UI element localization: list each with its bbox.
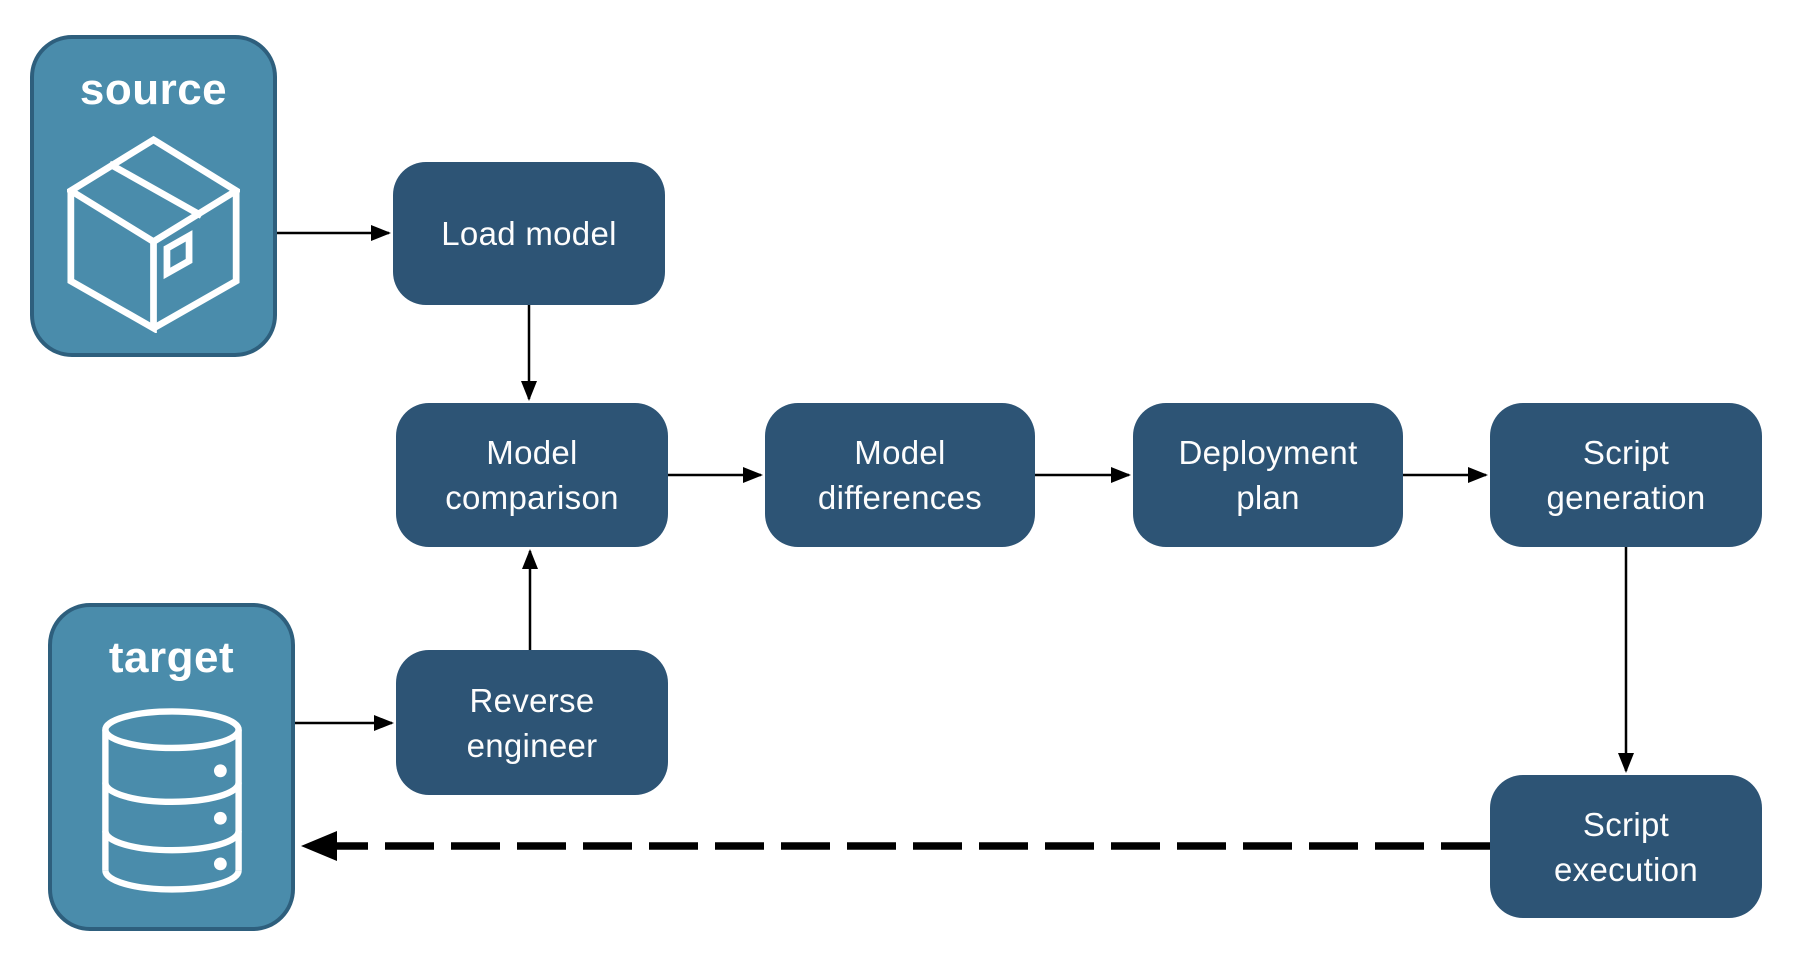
source-container: source (30, 35, 277, 357)
step-script-generation: Script generation (1490, 403, 1762, 547)
step-label-line: engineer (466, 726, 598, 764)
step-label-line: Reverse (469, 681, 595, 719)
step-reverse-engineer: Reverse engineer (396, 650, 668, 795)
step-label-line: differences (817, 479, 983, 516)
step-label-line: Deployment (1178, 434, 1358, 471)
step-load-model: Load model (393, 162, 665, 305)
step-label-line: comparison (445, 479, 619, 516)
step-label-line: Model (486, 434, 578, 471)
source-label: source (79, 65, 228, 114)
step-model-comparison: Model comparison (396, 403, 668, 547)
target-label: target (108, 633, 235, 682)
step-label-line: execution (1554, 850, 1698, 888)
target-container: target (48, 603, 295, 931)
database-icon (101, 708, 242, 893)
step-label-line: Script (1582, 805, 1670, 843)
step-deployment-plan: Deployment plan (1133, 403, 1403, 547)
step-model-differences: Model differences (765, 403, 1035, 547)
step-label-line: Load model (441, 215, 617, 252)
step-label-line: generation (1546, 479, 1706, 516)
step-label-line: Script (1582, 434, 1670, 471)
package-icon (67, 135, 240, 333)
step-label-line: plan (1236, 479, 1300, 516)
step-script-execution: Script execution (1490, 775, 1762, 918)
step-label-line: Model (854, 434, 946, 471)
